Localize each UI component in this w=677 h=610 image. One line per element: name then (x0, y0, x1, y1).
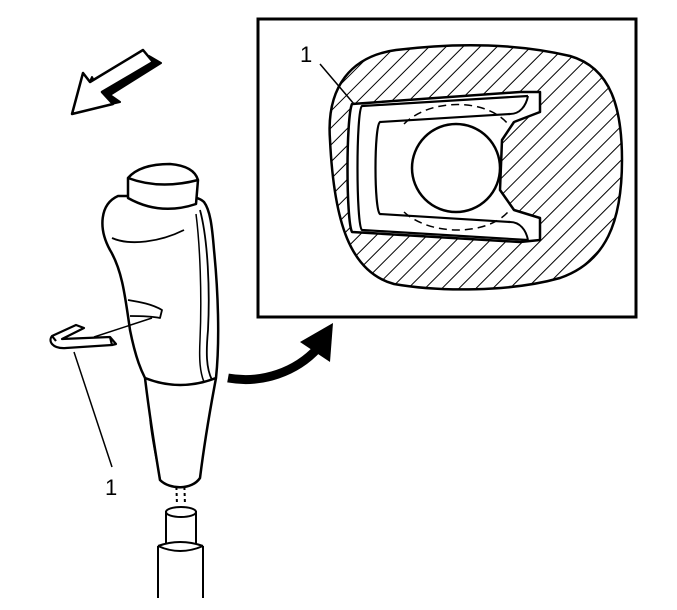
shift-rod (157, 474, 204, 598)
callout-1-inset: 1 (300, 42, 355, 105)
detail-cross-section (328, 43, 624, 291)
direction-arrow-icon (70, 48, 162, 116)
shift-knob (101, 162, 220, 489)
retaining-clip-icon (49, 323, 118, 350)
callout-label-inset: 1 (300, 42, 312, 67)
callout-label-main: 1 (105, 475, 117, 500)
clip-guide-line (93, 317, 153, 338)
curved-arrow-icon (227, 323, 333, 385)
callout-1-main: 1 (73, 351, 117, 500)
